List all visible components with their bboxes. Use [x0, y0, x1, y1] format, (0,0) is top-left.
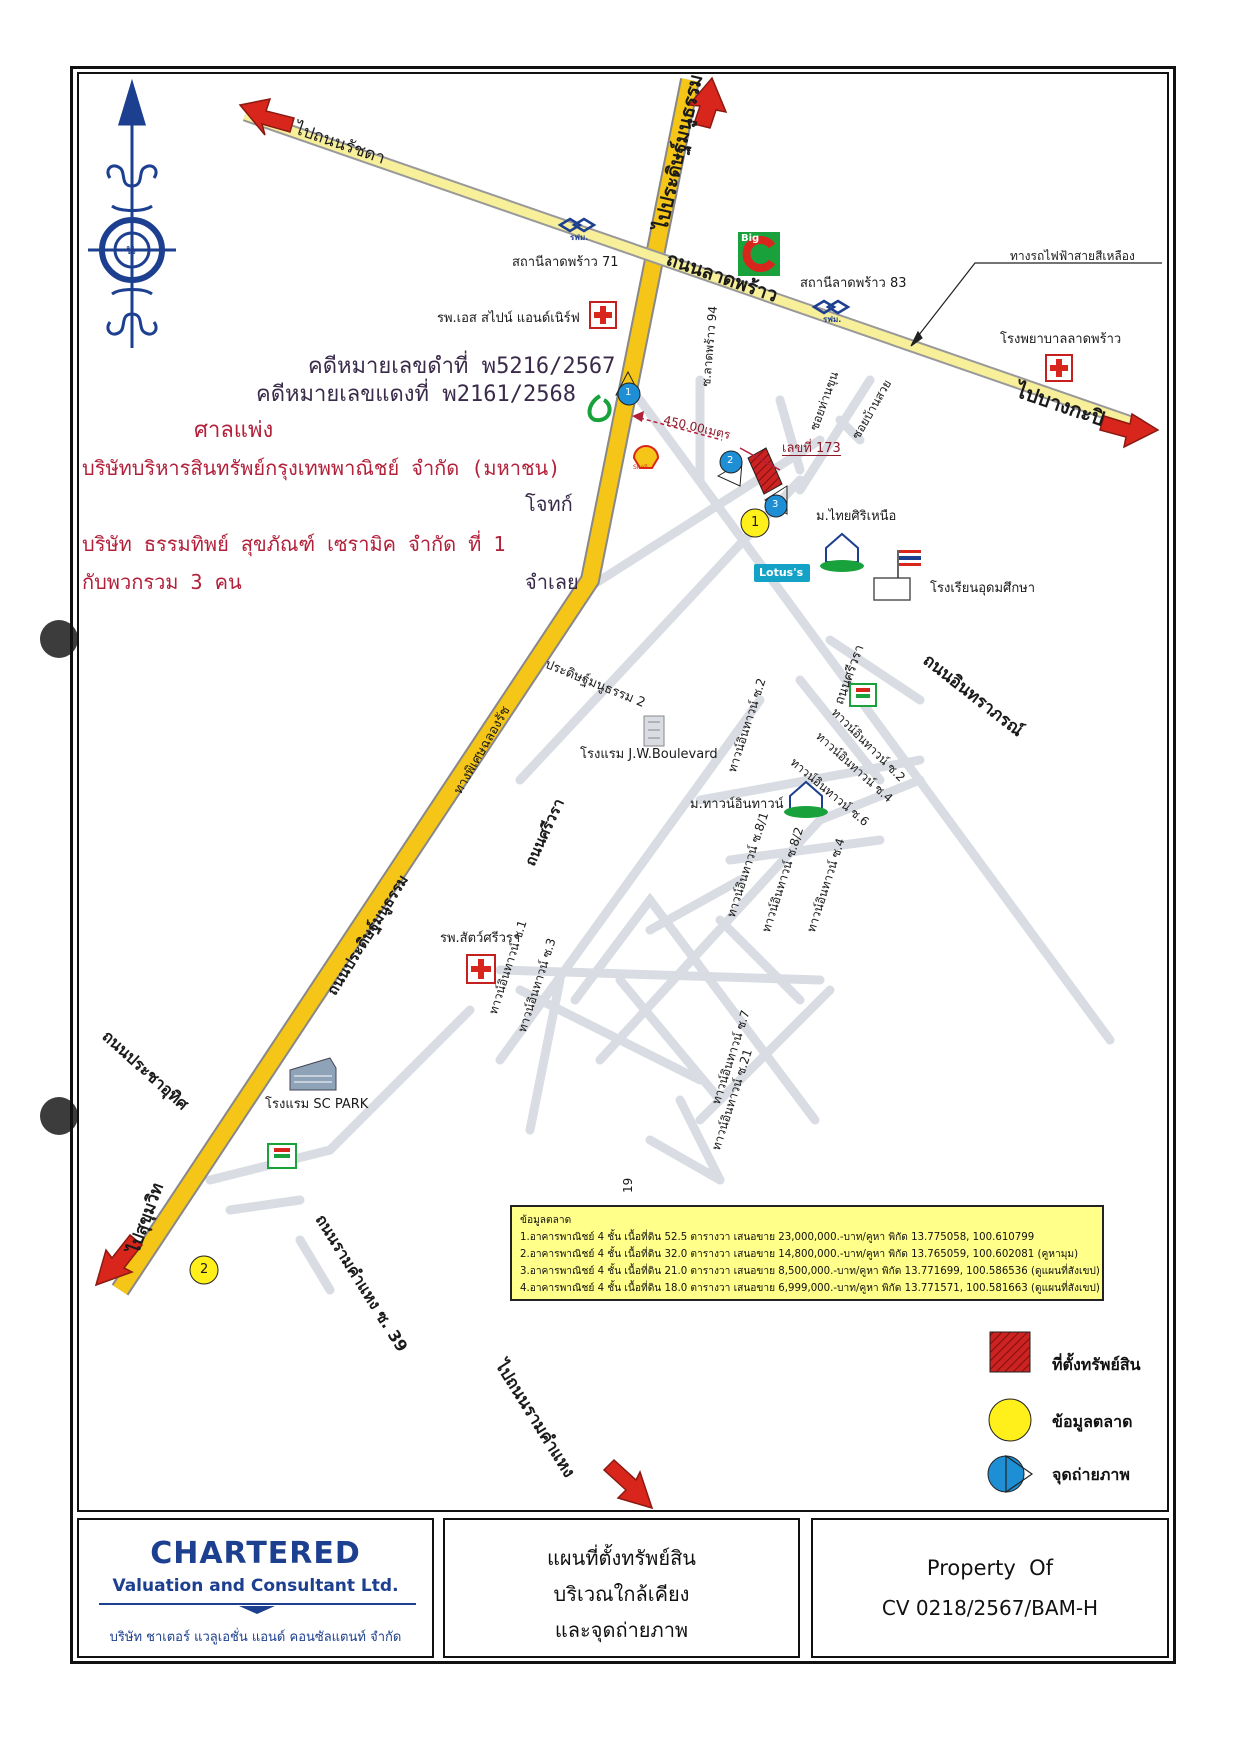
- place-hotel-sc: โรงแรม SC PARK: [265, 1097, 369, 1112]
- place-hospital-ladprao: โรงพยาบาลลาดพร้าว: [1000, 332, 1122, 347]
- place-station-71: สถานีลาดพร้าว 71: [512, 255, 619, 270]
- handwritten-black-case: คดีหมายเลขดำที่ พ5216/2567: [308, 354, 616, 379]
- distance-arrow: [632, 411, 723, 441]
- place-station-83: สถานีลาดพร้าว 83: [800, 276, 907, 291]
- handwritten-red-case: คดีหมายเลขแดงที่ พ2161/2568: [256, 382, 576, 407]
- seven-eleven-icon: [849, 683, 877, 707]
- shell-label: Shell: [633, 464, 648, 471]
- place-hospital-spine: รพ.เอส สไปน์ แอนด์เนิร์ฟ: [437, 311, 580, 326]
- legend-photo-swatch: [987, 1454, 1034, 1494]
- map-title-line-3: และจุดถ่ายภาพ: [554, 1618, 689, 1642]
- village-icon: [784, 780, 828, 818]
- arrow-ratchada: [238, 98, 295, 136]
- photo-point-1: [615, 370, 641, 406]
- seven-eleven-icon: [267, 1143, 297, 1169]
- arrow-pradit: [687, 76, 728, 129]
- hospital-icon: [466, 954, 496, 984]
- lotus-label: Lotus's: [759, 566, 804, 579]
- handwritten-defendant: จำเลย: [525, 570, 579, 594]
- market-point-2-number: 2: [200, 1262, 209, 1277]
- ladprao-road: [243, 110, 1142, 430]
- property-ref-block: Property Of CV 0218/2567/BAM-H: [811, 1518, 1169, 1658]
- hospital-icon: [589, 301, 617, 329]
- legend-market-label: ข้อมูลตลาด: [1052, 1412, 1133, 1431]
- house-number-label: เลขที่ 173: [782, 441, 841, 456]
- market-info-title: ข้อมูลตลาด: [520, 1215, 572, 1226]
- handwritten-plaintiff-name: บริษัทบริหารสินทรัพย์กรุงเทพพาณิชย์ จำกั…: [82, 456, 561, 480]
- photo-point-1-number: 1: [625, 387, 632, 398]
- big-c-logo: [738, 232, 780, 276]
- photo-point-3-number: 3: [772, 499, 779, 510]
- brand-subtitle: Valuation and Consultant Ltd.: [112, 1576, 399, 1596]
- place-vet: รพ.สัตว์ศรีวรา: [440, 931, 521, 946]
- handwritten-court: ศาลแพ่ง: [194, 418, 274, 443]
- monorail-label: ทางรถไฟฟ้าสายสีเหลือง: [1010, 249, 1135, 263]
- direction-arrows: [94, 76, 1160, 1510]
- mrt-icon: [811, 299, 851, 315]
- market-info-row: 1.อาคารพาณิชย์ 4 ชั้น เนื้อที่ดิน 52.5 ต…: [520, 1232, 1035, 1243]
- minor-roads: [205, 375, 1115, 1295]
- place-school: โรงเรียนอุดมศึกษา: [930, 581, 1036, 596]
- hotel-icon: [643, 715, 665, 747]
- legend-property-swatch: [989, 1331, 1031, 1373]
- photo-point-2-number: 2: [727, 455, 734, 466]
- legend-photo-label: จุดถ่ายภาพ: [1052, 1465, 1130, 1484]
- legend-market-swatch: [988, 1398, 1032, 1442]
- mrt-tag: รฟม.: [823, 315, 842, 324]
- mrt-tag: รฟม.: [570, 233, 589, 242]
- arrow-bangkapi: [1099, 412, 1160, 449]
- brand-underline: [99, 1603, 416, 1614]
- market-info-row: 2.อาคารพาณิชย์ 4 ชั้น เนื้อที่ดิน 32.0 ต…: [520, 1249, 1079, 1260]
- road-label-soi-19: 19: [621, 1177, 635, 1193]
- monorail-pointer: [910, 262, 1162, 347]
- handwritten-defendant-group: กับพวกรวม 3 คน: [82, 570, 242, 594]
- company-name-th: บริษัท ชาเตอร์ แวลูเอชั่น แอนด์ คอนซัลแต…: [109, 1630, 402, 1645]
- map-frame: [77, 72, 1169, 1512]
- hotel-icon: [289, 1057, 337, 1091]
- map-title-line-1: แผนที่ตั้งทรัพย์สิน: [547, 1546, 696, 1570]
- school-icon: [873, 550, 921, 601]
- gas-station-icon: [587, 394, 612, 423]
- map-title-block: แผนที่ตั้งทรัพย์สิน บริเวณใกล้เคียง และจ…: [443, 1518, 800, 1658]
- main-roads: [111, 78, 1143, 1296]
- market-point-1: [740, 508, 770, 538]
- company-block: CHARTERED Valuation and Consultant Ltd. …: [77, 1518, 434, 1658]
- property-location: [739, 447, 783, 495]
- yellow-road: [113, 78, 698, 1295]
- place-village-town: ม.ทาวน์อินทาวน์: [690, 797, 784, 812]
- property-reference: CV 0218/2567/BAM-H: [881, 1596, 1099, 1620]
- hospital-icon: [1045, 354, 1073, 382]
- market-point-1-number: 1: [751, 515, 760, 530]
- north-label: น: [126, 242, 136, 258]
- market-info-row: 4.อาคารพาณิชย์ 4 ชั้น เนื้อที่ดิน 18.0 ต…: [520, 1283, 1100, 1294]
- arrow-sukhumvit: [94, 1233, 144, 1287]
- north-compass: [88, 78, 176, 348]
- map-title-line-2: บริเวณใกล้เคียง: [553, 1582, 690, 1606]
- place-village-thai: ม.ไทยศิริเหนือ: [816, 509, 897, 524]
- photo-point-2: [716, 450, 743, 487]
- market-point-2: [189, 1255, 219, 1285]
- handwritten-plaintiff: โจทก์: [525, 492, 573, 516]
- legend-property-label: ที่ตั้งทรัพย์สิน: [1052, 1355, 1141, 1374]
- arrow-ramkhamhaeng: [602, 1458, 654, 1510]
- outer-frame: [70, 66, 1176, 1664]
- brand-title: CHARTERED: [150, 1536, 361, 1571]
- mrt-icon: [557, 217, 597, 233]
- property-of-label: Property Of: [926, 1556, 1054, 1580]
- big-c-label: Big: [741, 233, 760, 244]
- market-info-row: 3.อาคารพาณิชย์ 4 ชั้น เนื้อที่ดิน 21.0 ต…: [520, 1266, 1100, 1277]
- village-icon: [820, 532, 864, 572]
- market-info-box: ข้อมูลตลาด 1.อาคารพาณิชย์ 4 ชั้น เนื้อที…: [510, 1205, 1104, 1301]
- place-hotel-jw: โรงแรม J.W.Boulevard: [580, 747, 718, 762]
- lotus-logo: [754, 564, 810, 582]
- shell-icon: [632, 445, 660, 469]
- handwritten-defendant-name: บริษัท ธรรมทิพย์ สุขภัณฑ์ เซรามิค จำกัด …: [82, 532, 506, 556]
- photo-point-3: [764, 485, 788, 518]
